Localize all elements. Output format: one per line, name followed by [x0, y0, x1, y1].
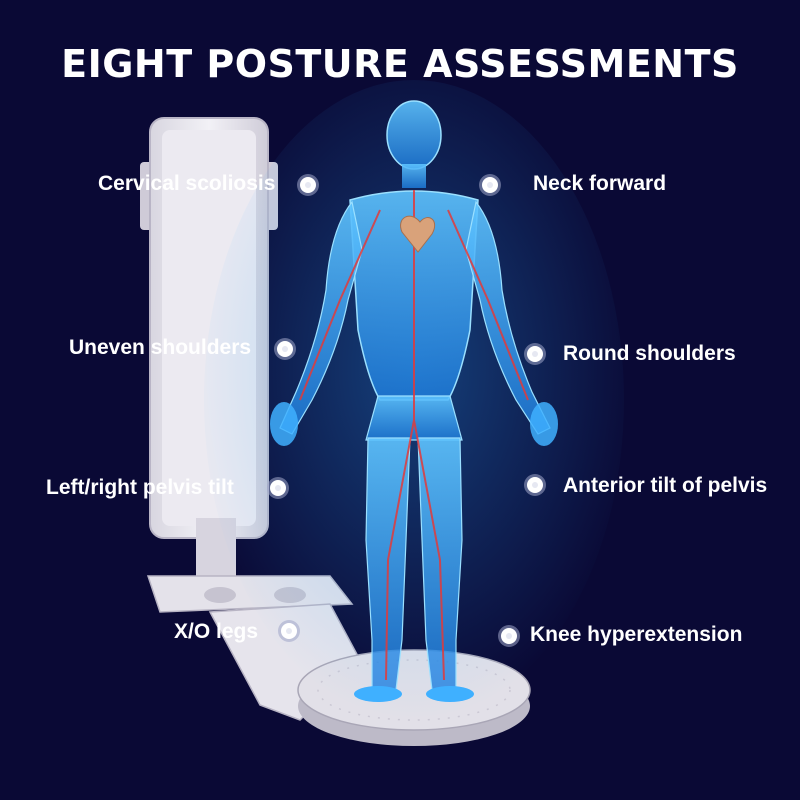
- assessment-label-cervical-scoliosis: Cervical scoliosis: [98, 172, 276, 195]
- assessment-label-neck-forward: Neck forward: [533, 172, 667, 195]
- assessment-label-round-shoulders: Round shoulders: [563, 342, 736, 365]
- dot-marker-icon: [527, 477, 543, 493]
- assessment-label-anterior-pelvis-tilt: Anterior tilt of pelvis: [563, 474, 768, 497]
- dot-marker-icon: [501, 628, 517, 644]
- dot-marker-icon: [281, 623, 297, 639]
- dot-marker-icon: [300, 177, 316, 193]
- assessment-label-knee-hyperextension: Knee hyperextension: [530, 623, 743, 646]
- assessment-label-pelvis-tilt: Left/right pelvis tilt: [46, 476, 234, 499]
- dot-marker-icon: [527, 346, 543, 362]
- page-title: EIGHT POSTURE ASSESSMENTS: [61, 42, 739, 86]
- dot-marker-icon: [277, 341, 293, 357]
- human-body-illustration: [204, 80, 624, 720]
- assessment-label-uneven-shoulders: Uneven shoulders: [69, 336, 252, 359]
- dot-marker-icon: [482, 177, 498, 193]
- dot-marker-icon: [270, 480, 286, 496]
- heart-icon: [400, 215, 436, 253]
- assessment-label-xo-legs: X/O legs: [174, 620, 259, 643]
